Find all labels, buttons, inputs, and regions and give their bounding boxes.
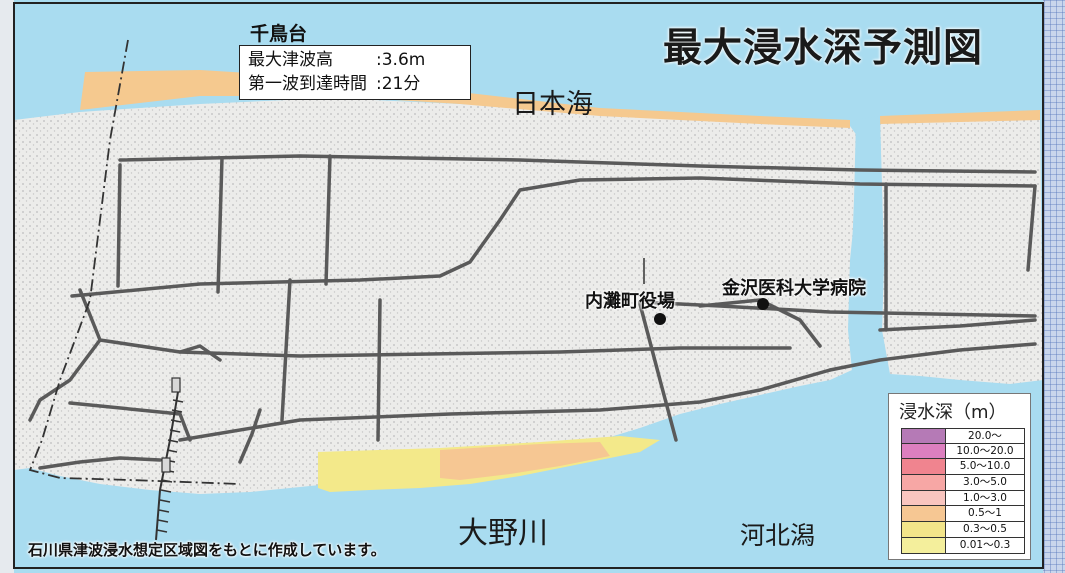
tsunami-info-box: 最大津波高 :3.6m 第一波到達時間 :21分	[239, 45, 471, 100]
map-frame	[13, 2, 1044, 569]
map-title: 最大浸水深予測図	[663, 26, 984, 71]
legend-range: 3.0〜5.0	[963, 476, 1007, 489]
depth-legend: 浸水深（m） 20.0〜 10.0〜20.0 5.0〜10.0 3.0〜5.0 1.0〜…	[888, 393, 1031, 560]
grid-strip	[1043, 0, 1065, 573]
legend-swatch	[902, 506, 946, 522]
legend-swatch	[902, 443, 946, 459]
legend-swatch	[902, 522, 946, 537]
info-value: :21分	[376, 74, 421, 94]
legend-range: 5.0〜10.0	[959, 460, 1011, 473]
legend-rows: 20.0〜 10.0〜20.0 5.0〜10.0 3.0〜5.0 1.0〜3.0 0.5〜…	[901, 428, 1025, 554]
legend-row: 0.01〜0.3	[901, 537, 1025, 554]
facility-label-town-hall: 内灘町役場	[585, 291, 675, 312]
facility-label-hospital: 金沢医科大学病院	[722, 278, 866, 299]
legend-swatch	[902, 459, 946, 475]
legend-row: 0.3〜0.5	[901, 522, 1025, 538]
legend-row: 20.0〜	[901, 428, 1025, 444]
facility-marker-hospital	[757, 298, 769, 310]
legend-title: 浸水深（m）	[899, 402, 1007, 423]
beach-inundation-east	[880, 110, 1040, 124]
location-name: 千鳥台	[250, 23, 308, 45]
legend-row: 1.0〜3.0	[901, 490, 1025, 507]
facility-marker-town-hall	[654, 313, 666, 325]
legend-swatch	[902, 537, 946, 553]
legend-swatch	[902, 475, 946, 490]
sea-label: 日本海	[512, 89, 593, 120]
left-background	[0, 0, 14, 573]
legend-row: 10.0〜20.0	[901, 443, 1025, 460]
legend-range: 0.3〜0.5	[963, 523, 1007, 536]
station-marker-south	[161, 457, 171, 473]
info-row-max-height: 最大津波高 :3.6m	[248, 48, 462, 72]
road-network	[28, 154, 1037, 470]
legend-row: 3.0〜5.0	[901, 475, 1025, 491]
south-inundation-mid	[440, 442, 610, 480]
legend-swatch	[902, 490, 946, 506]
legend-range: 0.5〜1	[968, 507, 1002, 520]
legend-row: 0.5〜1	[901, 506, 1025, 523]
info-label: 最大津波高	[248, 50, 333, 70]
boundary-line	[28, 39, 241, 485]
river-label: 大野川	[458, 516, 548, 551]
legend-range: 10.0〜20.0	[956, 444, 1014, 457]
info-value: :3.6m	[376, 50, 426, 70]
info-label: 第一波到達時間	[248, 74, 367, 94]
legend-range: 20.0〜	[968, 430, 1002, 442]
info-row-arrival-time: 第一波到達時間 :21分	[248, 72, 462, 96]
land-area	[14, 98, 860, 494]
legend-range: 1.0〜3.0	[963, 491, 1007, 504]
lagoon-label: 河北潟	[740, 521, 816, 550]
source-footnote: 石川県津波浸水想定区域図をもとに作成しています。	[28, 541, 386, 559]
legend-swatch	[902, 429, 946, 443]
station-marker	[171, 377, 181, 393]
legend-row: 5.0〜10.0	[901, 459, 1025, 476]
legend-range: 0.01〜0.3	[959, 538, 1011, 551]
